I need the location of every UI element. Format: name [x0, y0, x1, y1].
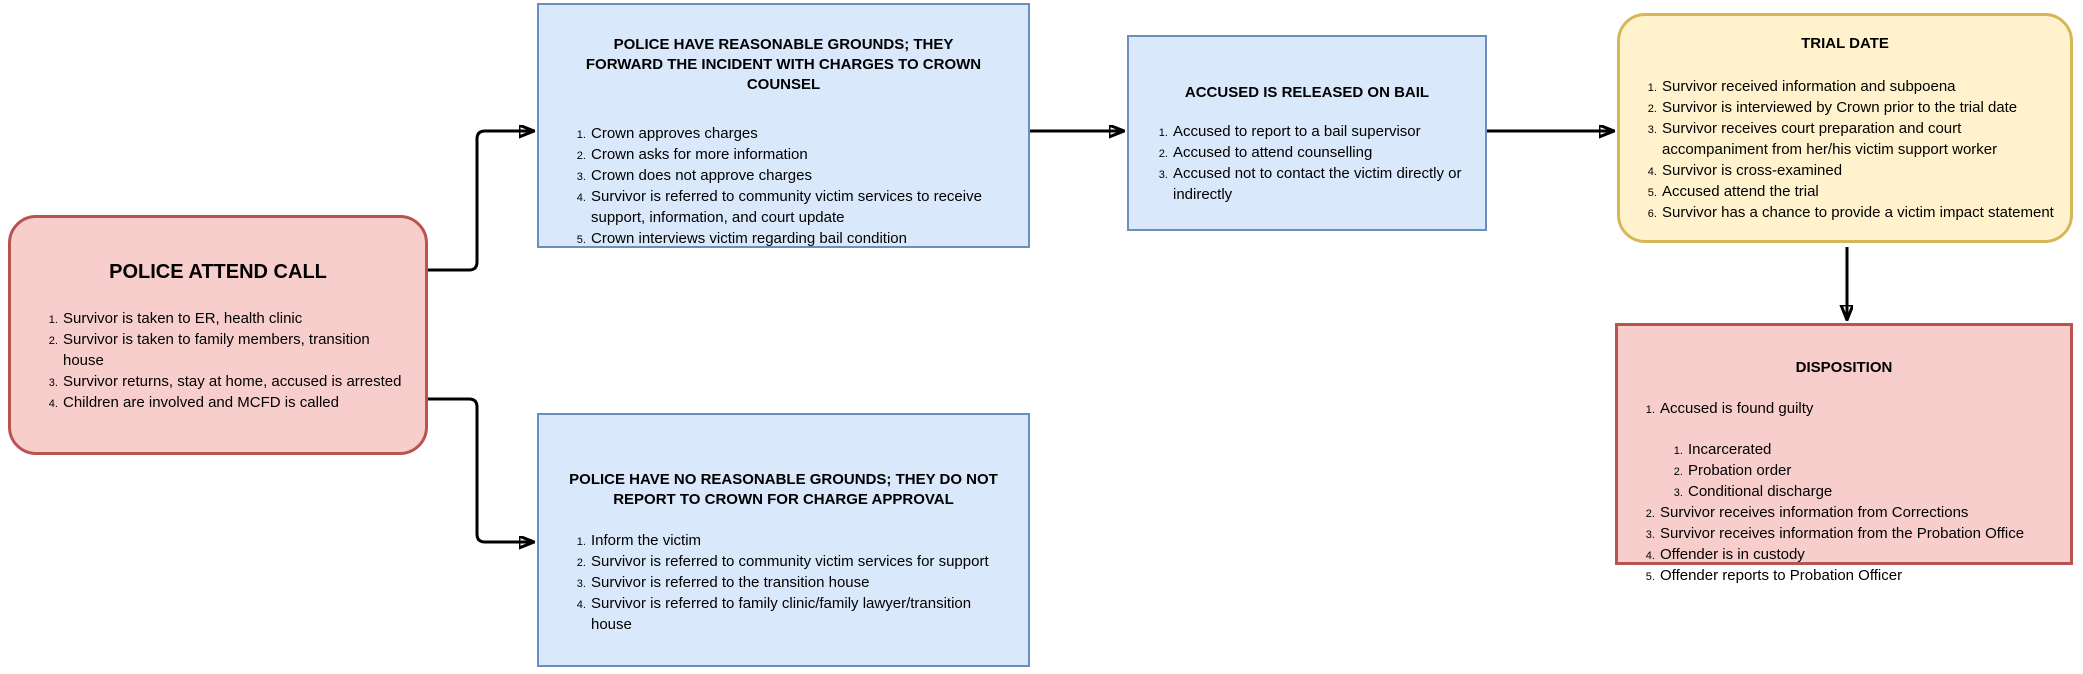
node-title: ACCUSED IS RELEASED ON BAIL — [1184, 84, 1430, 101]
list-item: Accused to report to a bail supervisor — [1171, 121, 1473, 142]
list-item: Accused is found guilty Incarcerated Pro… — [1658, 398, 2056, 502]
list-item: Crown asks for more information — [589, 144, 1008, 165]
list-item-text: Accused is found guilty — [1660, 400, 1814, 417]
list-item: Survivor is referred to family clinic/fa… — [589, 593, 1008, 635]
list-item: Survivor receives information from the P… — [1658, 523, 2056, 544]
node-police-attend-call: POLICE ATTEND CALL Survivor is taken to … — [8, 215, 428, 455]
node-reasonable-grounds: POLICE HAVE REASONABLE GROUNDS; THEY FOR… — [537, 3, 1030, 248]
node-title: TRIAL DATE — [1801, 35, 1889, 52]
list-item: Survivor is referred to community victim… — [589, 551, 1008, 572]
list-item: Survivor is interviewed by Crown prior t… — [1660, 97, 2056, 118]
node-trial-date: TRIAL DATE Survivor received information… — [1617, 13, 2073, 243]
list-item: Offender reports to Probation Officer — [1658, 565, 2056, 586]
nested-list: Incarcerated Probation order Conditional… — [1660, 439, 2056, 502]
list-item: Survivor is referred to the transition h… — [589, 572, 1008, 593]
list-item: Crown approves charges — [589, 123, 1008, 144]
node-list: Accused to report to a bail supervisor A… — [1141, 121, 1473, 205]
list-item: Survivor is referred to community victim… — [589, 186, 1008, 228]
list-item: Survivor returns, stay at home, accused … — [61, 371, 405, 392]
list-item: Inform the victim — [589, 530, 1008, 551]
list-item: Offender is in custody — [1658, 544, 2056, 565]
nested-list-item: Incarcerated — [1686, 439, 2056, 460]
list-item: Survivor receives court preparation and … — [1660, 118, 2056, 160]
list-item: Survivor is cross-examined — [1660, 160, 2056, 181]
connector-police-to-reasonable-grounds — [428, 131, 533, 272]
list-item: Accused attend the trial — [1660, 181, 2056, 202]
node-title: POLICE HAVE NO REASONABLE GROUNDS; THEY … — [569, 471, 998, 508]
list-item: Survivor received information and subpoe… — [1660, 76, 2056, 97]
list-item: Survivor receives information from Corre… — [1658, 502, 2056, 523]
node-disposition: DISPOSITION Accused is found guilty Inca… — [1615, 323, 2073, 584]
list-item: Children are involved and MCFD is called — [61, 392, 405, 413]
node-list: Survivor is taken to ER, health clinic S… — [31, 308, 405, 413]
list-item: Survivor has a chance to provide a victi… — [1660, 202, 2056, 223]
node-list: Inform the victim Survivor is referred t… — [559, 530, 1008, 635]
list-item: Accused to attend counselling — [1171, 142, 1473, 163]
list-item: Crown does not approve charges — [589, 165, 1008, 186]
node-no-reasonable-grounds: POLICE HAVE NO REASONABLE GROUNDS; THEY … — [537, 413, 1030, 667]
nested-list-item: Probation order — [1686, 460, 2056, 481]
list-item: Accused not to contact the victim direct… — [1171, 163, 1473, 205]
connector-police-to-no-reasonable-grounds — [428, 397, 533, 542]
node-list: Crown approves charges Crown asks for mo… — [559, 123, 1008, 249]
node-title: POLICE HAVE REASONABLE GROUNDS; THEY FOR… — [585, 36, 982, 93]
list-item: Crown interviews victim regarding bail c… — [589, 228, 1008, 249]
node-title: DISPOSITION — [1795, 359, 1893, 376]
node-list: Survivor received information and subpoe… — [1634, 76, 2056, 223]
list-item: Survivor is taken to family members, tra… — [61, 329, 405, 371]
node-title: POLICE ATTEND CALL — [109, 261, 327, 283]
nested-list-item: Conditional discharge — [1686, 481, 2056, 502]
node-list: Accused is found guilty Incarcerated Pro… — [1632, 398, 2056, 586]
node-released-on-bail: ACCUSED IS RELEASED ON BAIL Accused to r… — [1127, 35, 1487, 231]
list-item: Survivor is taken to ER, health clinic — [61, 308, 405, 329]
